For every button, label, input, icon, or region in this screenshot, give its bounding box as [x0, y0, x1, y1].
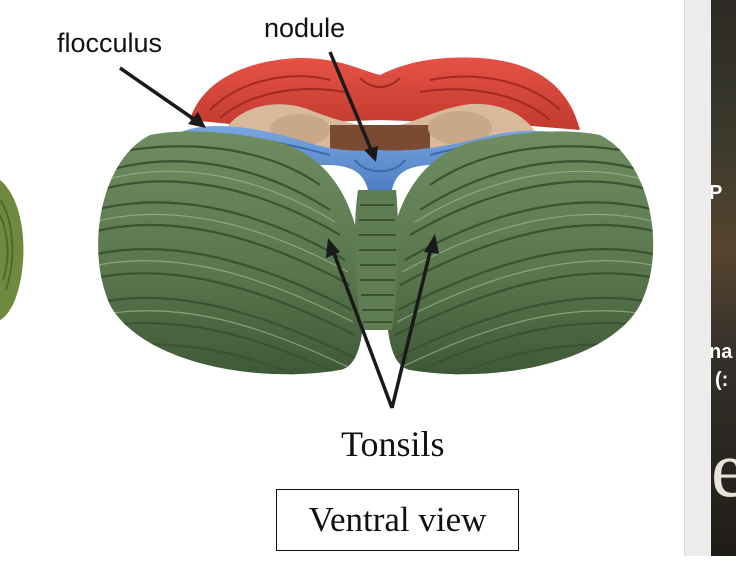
- neighbor-figure-fragment: [0, 180, 24, 320]
- thumbnail-text-4: e: [711, 426, 736, 514]
- tonsils-label: Tonsils: [341, 424, 445, 464]
- nodule-label: nodule: [264, 13, 346, 43]
- pointer-lines: [119, 51, 439, 409]
- view-caption: Ventral view: [308, 500, 487, 539]
- thumbnail-text-3: (:: [715, 369, 729, 391]
- view-caption-box: Ventral view: [276, 489, 519, 551]
- flocculus-pointer: [119, 66, 199, 124]
- side-thumbnail[interactable]: P na (: e: [711, 0, 736, 556]
- nodule-arrowhead: [364, 146, 378, 162]
- right-tonsil-pointer: [390, 243, 434, 409]
- flocculus-arrowhead: [188, 112, 206, 128]
- left-hemisphere: [98, 131, 364, 375]
- flocculus-label: flocculus: [57, 28, 163, 58]
- nodule-pointer: [328, 51, 374, 153]
- left-tonsil-arrowhead: [326, 238, 340, 258]
- right-tonsil-arrowhead: [424, 234, 439, 254]
- right-hemisphere: [386, 131, 654, 375]
- thumbnail-text-1: P: [711, 182, 723, 204]
- thumbnail-text-2: na: [711, 341, 733, 363]
- inferior-vermis: [354, 190, 399, 330]
- left-tonsil-pointer: [330, 247, 394, 409]
